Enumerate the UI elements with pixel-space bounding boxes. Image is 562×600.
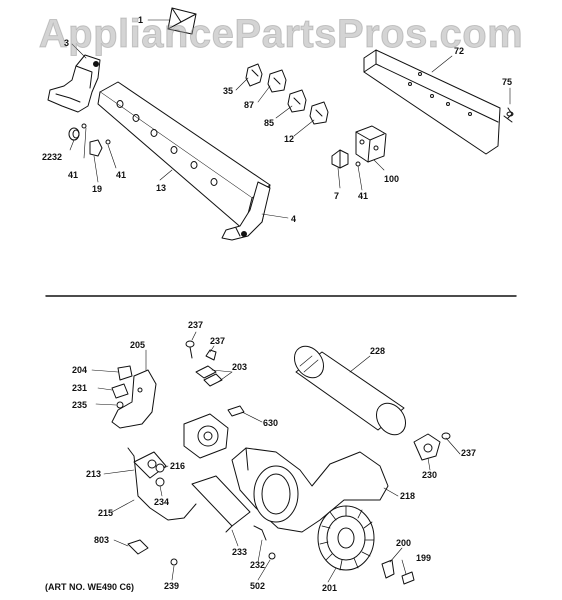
label-85: 85 [264, 118, 275, 128]
label-204: 204 [72, 365, 88, 375]
part-41-clip-b[interactable] [105, 139, 111, 145]
part-100-terminal-block[interactable] [355, 125, 387, 163]
label-7: 7 [334, 191, 340, 201]
label-2232: 2232 [42, 152, 63, 162]
label-237-a: 237 [188, 320, 204, 330]
part-4-end-cap[interactable] [221, 181, 271, 241]
label-213: 213 [86, 469, 102, 479]
part-87-switch[interactable] [267, 69, 287, 93]
part-85-switch[interactable] [287, 89, 307, 113]
label-803: 803 [94, 535, 110, 545]
part-502-screw[interactable] [268, 552, 276, 560]
part-72-rear-panel[interactable] [363, 49, 501, 155]
part-204-clip[interactable] [117, 365, 133, 381]
label-218: 218 [400, 491, 416, 501]
label-216: 216 [170, 461, 186, 471]
part-218-blower-housing[interactable] [231, 447, 389, 533]
part-216-pulley[interactable] [155, 463, 165, 473]
label-41-a: 41 [68, 170, 79, 180]
part-228-duct[interactable] [288, 341, 411, 441]
label-237-c: 237 [461, 448, 477, 458]
label-199: 199 [416, 553, 432, 563]
part-2232-knob[interactable] [68, 127, 80, 141]
label-4: 4 [291, 214, 297, 224]
part-205-bracket[interactable] [111, 369, 157, 429]
part-237-screw-b[interactable] [205, 349, 217, 361]
label-19: 19 [92, 184, 103, 194]
part-201-blower-wheel[interactable] [317, 505, 375, 571]
part-230-thermostat[interactable] [413, 433, 441, 461]
label-232: 232 [250, 560, 266, 570]
label-41-b: 41 [116, 170, 127, 180]
drive-motor[interactable] [183, 413, 229, 459]
label-72: 72 [454, 46, 465, 56]
part-235-screw[interactable] [116, 401, 124, 409]
part-803-plug[interactable] [127, 539, 149, 555]
part-239-screw[interactable] [170, 558, 178, 566]
label-234: 234 [154, 497, 170, 507]
label-3: 3 [64, 38, 70, 48]
part-237-screw-c[interactable] [441, 432, 451, 440]
label-87: 87 [244, 100, 255, 110]
part-630-connector[interactable] [227, 405, 245, 417]
part-233-motor-mount[interactable] [191, 475, 251, 533]
part-13-control-panel[interactable] [97, 81, 271, 231]
label-203: 203 [232, 362, 248, 372]
part-231-switch[interactable] [111, 383, 129, 399]
label-1: 1 [138, 15, 144, 25]
label-205: 205 [130, 340, 146, 350]
label-233: 233 [232, 547, 248, 557]
label-239: 239 [164, 581, 180, 591]
part-7-knob[interactable] [331, 149, 349, 169]
part-232-clip[interactable] [253, 525, 267, 541]
label-502: 502 [250, 581, 266, 591]
label-235: 235 [72, 400, 88, 410]
part-203-clips[interactable] [195, 365, 223, 387]
part-215-idler-wire[interactable] [127, 447, 197, 521]
part-3-end-cap[interactable] [47, 54, 101, 113]
label-201: 201 [322, 583, 338, 593]
label-35: 35 [223, 86, 234, 96]
part-234-bushing[interactable] [155, 477, 165, 487]
label-100: 100 [384, 174, 400, 184]
part-19-knob[interactable] [89, 139, 103, 157]
label-231: 231 [72, 383, 88, 393]
art-number: (ART NO. WE490 C6) [45, 582, 135, 592]
label-230: 230 [422, 470, 438, 480]
part-199-screw[interactable] [401, 571, 415, 585]
label-41-c: 41 [358, 191, 369, 201]
part-12-switch[interactable] [309, 101, 329, 125]
part-200-clip[interactable] [381, 559, 395, 579]
part-35-switch[interactable] [245, 63, 263, 87]
label-13: 13 [156, 183, 167, 193]
part-41-clip-c[interactable] [355, 161, 361, 167]
label-75: 75 [502, 77, 513, 87]
part-75-screw[interactable] [503, 107, 514, 123]
label-237-b: 237 [210, 336, 226, 346]
label-12: 12 [284, 134, 295, 144]
part-1-envelope[interactable] [167, 7, 197, 35]
part-41-clip-a[interactable] [81, 123, 87, 129]
label-200: 200 [396, 538, 412, 548]
label-215: 215 [98, 508, 114, 518]
label-228: 228 [370, 346, 386, 356]
part-237-screw-a[interactable] [185, 340, 195, 359]
label-630: 630 [263, 418, 279, 428]
